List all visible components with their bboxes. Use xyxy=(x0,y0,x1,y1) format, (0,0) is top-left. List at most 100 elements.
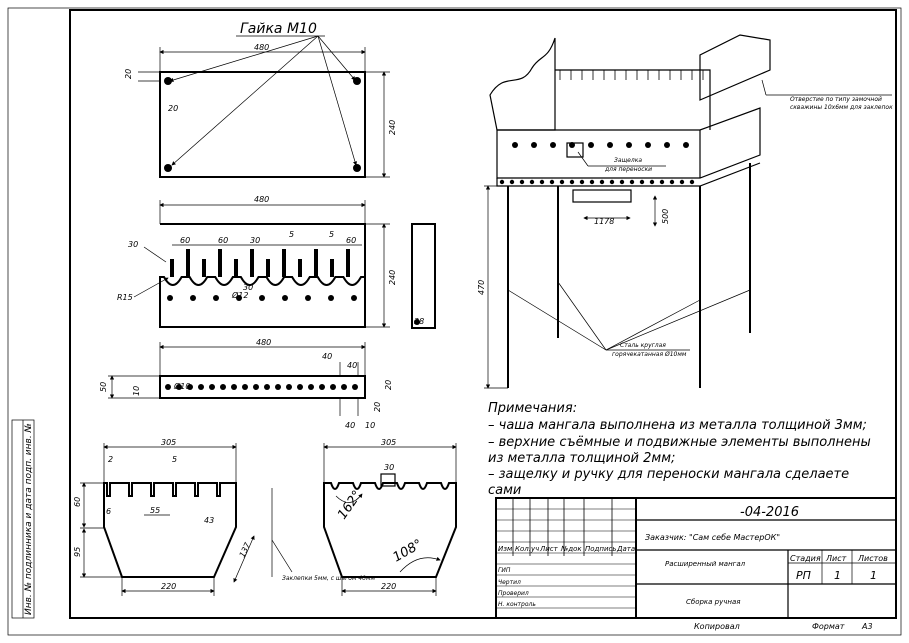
title-block: -04-2016 Заказчик: "Сам себе МастерОК" И… xyxy=(495,497,897,619)
side-stamp: Инв. № подлинника и дата подп. инв. № xyxy=(24,423,34,615)
end-panel-left-view: 305 2 5 60 6 55 43 95 137 220 Заклепки 5… xyxy=(73,438,376,596)
air-hole xyxy=(599,179,605,185)
vent-slot xyxy=(218,249,222,277)
air-hole xyxy=(176,384,182,390)
svg-text:Заклепки 5мм, с шагом 40мм: Заклепки 5мм, с шагом 40мм xyxy=(282,575,376,582)
drawing-date: -04-2016 xyxy=(740,505,799,520)
vent-slot xyxy=(266,259,270,277)
air-hole xyxy=(539,179,545,185)
air-hole xyxy=(253,384,259,390)
sheet-format: А3 xyxy=(861,622,873,631)
air-hole xyxy=(351,295,357,301)
inner-frame xyxy=(69,9,897,619)
svg-text:20: 20 xyxy=(384,380,393,390)
air-hole xyxy=(629,179,635,185)
svg-text:Дата: Дата xyxy=(616,545,635,553)
svg-text:Проверил: Проверил xyxy=(498,590,529,597)
svg-text:43: 43 xyxy=(204,516,214,525)
air-hole xyxy=(645,142,651,148)
air-hole xyxy=(607,142,613,148)
air-hole xyxy=(529,179,535,185)
air-hole xyxy=(167,295,173,301)
svg-text:40: 40 xyxy=(345,421,355,430)
air-hole xyxy=(220,384,226,390)
svg-text:скважины 10х6мм для заклепок: скважины 10х6мм для заклепок xyxy=(790,104,893,111)
svg-text:5: 5 xyxy=(289,230,294,239)
air-hole xyxy=(330,384,336,390)
svg-text:470: 470 xyxy=(477,280,486,295)
air-hole xyxy=(236,295,242,301)
vent-slot xyxy=(346,249,350,277)
top-plate-view: Гайка М10 480 240 20 20 xyxy=(124,21,397,178)
end-panel-right-view: 305 30 162° 108° 220 xyxy=(323,438,457,596)
svg-text:Стадия: Стадия xyxy=(790,554,821,563)
vent-slot xyxy=(298,259,302,277)
air-hole xyxy=(264,384,270,390)
air-hole xyxy=(297,384,303,390)
svg-text:из металла толщиной 2мм;: из металла толщиной 2мм; xyxy=(488,451,675,466)
svg-text:Лист: Лист xyxy=(825,554,847,563)
svg-text:1: 1 xyxy=(834,569,841,582)
svg-text:Ø10: Ø10 xyxy=(173,381,190,391)
svg-text:– защелку и ручку для переноск: – защелку и ручку для переноски мангала … xyxy=(488,467,849,482)
wall-profile-view: 38 xyxy=(411,223,436,329)
svg-text:– чаша мангала выполнена из ме: – чаша мангала выполнена из металла толщ… xyxy=(488,418,867,433)
svg-text:горячекатанная Ø10мм: горячекатанная Ø10мм xyxy=(612,351,687,358)
svg-text:240: 240 xyxy=(388,270,397,285)
air-hole xyxy=(664,142,670,148)
air-hole xyxy=(259,295,265,301)
air-hole xyxy=(569,179,575,185)
svg-text:сами: сами xyxy=(488,483,521,498)
air-hole xyxy=(550,142,556,148)
svg-text:20: 20 xyxy=(168,104,178,113)
air-hole xyxy=(341,384,347,390)
air-hole xyxy=(213,295,219,301)
svg-text:60: 60 xyxy=(73,497,82,507)
svg-text:Подпись: Подпись xyxy=(585,545,617,553)
air-hole xyxy=(639,179,645,185)
svg-text:55: 55 xyxy=(150,506,160,515)
svg-text:305: 305 xyxy=(161,438,176,447)
air-hole xyxy=(352,384,358,390)
svg-text:1: 1 xyxy=(870,569,877,582)
customer: Заказчик: "Сам себе МастерОК" xyxy=(645,533,780,542)
long-side-wall-view: 480 240 30 60 60 30 5 5 60 Ø12 30 R15 xyxy=(117,195,397,328)
nut-hole xyxy=(353,164,361,172)
svg-text:Кол.уч: Кол.уч xyxy=(515,545,539,553)
air-hole xyxy=(689,179,695,185)
air-hole xyxy=(305,295,311,301)
air-hole xyxy=(609,179,615,185)
air-hole xyxy=(549,179,555,185)
svg-text:30: 30 xyxy=(243,283,253,292)
svg-text:40: 40 xyxy=(322,352,332,361)
air-hole xyxy=(679,179,685,185)
svg-text:305: 305 xyxy=(381,438,396,447)
svg-text:40: 40 xyxy=(347,361,357,370)
air-hole xyxy=(282,295,288,301)
svg-text:20: 20 xyxy=(373,402,382,412)
svg-text:50: 50 xyxy=(99,382,108,392)
svg-text:Лист: Лист xyxy=(539,545,559,553)
air-hole xyxy=(669,179,675,185)
air-hole xyxy=(519,179,525,185)
svg-text:30: 30 xyxy=(128,240,138,249)
svg-text:Изм: Изм xyxy=(498,545,513,553)
vent-slot xyxy=(250,249,254,277)
vent-slot xyxy=(186,249,190,277)
air-hole xyxy=(275,384,281,390)
svg-text:162°: 162° xyxy=(335,488,365,522)
svg-text:480: 480 xyxy=(254,195,269,204)
svg-text:60: 60 xyxy=(346,236,356,245)
air-hole xyxy=(683,142,689,148)
air-hole xyxy=(231,384,237,390)
svg-text:R15: R15 xyxy=(117,293,133,302)
notes-heading: Примечания: xyxy=(488,401,577,416)
air-hole xyxy=(187,384,193,390)
air-hole xyxy=(559,179,565,185)
svg-text:480: 480 xyxy=(256,338,271,347)
svg-text:ГИП: ГИП xyxy=(498,567,511,574)
air-hole xyxy=(499,179,505,185)
air-hole xyxy=(512,142,518,148)
svg-text:95: 95 xyxy=(73,547,82,557)
nut-hole xyxy=(353,77,361,85)
